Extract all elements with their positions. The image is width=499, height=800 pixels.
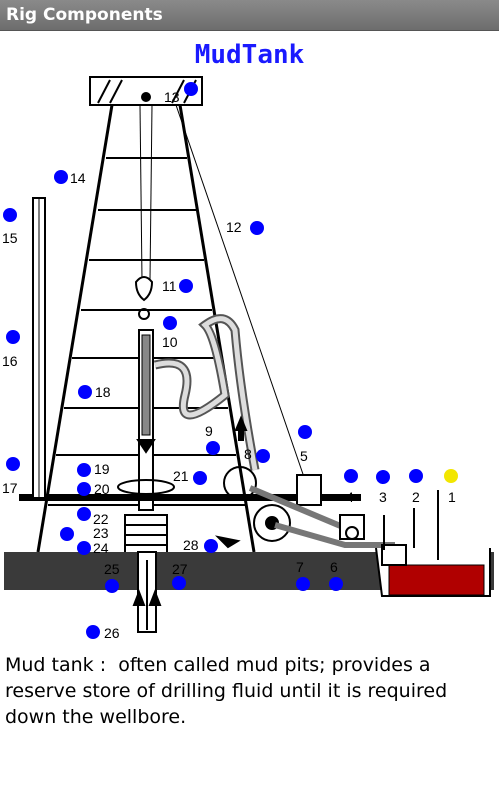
component-label: 27 xyxy=(172,561,188,577)
component-marker-11[interactable] xyxy=(179,279,193,293)
mud-fill xyxy=(388,564,485,596)
component-label: 26 xyxy=(104,625,120,641)
component-marker-3[interactable] xyxy=(376,470,390,484)
component-marker-24[interactable] xyxy=(77,541,91,555)
component-label: 22 xyxy=(93,511,109,527)
component-marker-23[interactable] xyxy=(60,527,74,541)
component-label: 6 xyxy=(330,559,338,575)
component-label: 12 xyxy=(226,219,242,235)
component-marker-7[interactable] xyxy=(296,577,310,591)
component-marker-26[interactable] xyxy=(86,625,100,639)
component-label: 10 xyxy=(162,334,178,350)
app-title: Rig Components xyxy=(6,5,163,25)
component-label: 3 xyxy=(379,489,387,505)
component-label: 17 xyxy=(2,480,18,496)
component-label: 28 xyxy=(183,537,199,553)
component-label: 13 xyxy=(164,89,180,105)
component-label: 14 xyxy=(70,170,86,186)
component-marker-16[interactable] xyxy=(6,330,20,344)
component-marker-15[interactable] xyxy=(3,208,17,222)
component-label: 2 xyxy=(412,489,420,505)
component-label: 8 xyxy=(244,446,252,462)
component-marker-27[interactable] xyxy=(172,576,186,590)
component-label: 19 xyxy=(94,461,110,477)
component-marker-21[interactable] xyxy=(193,471,207,485)
component-marker-2[interactable] xyxy=(409,469,423,483)
component-marker-28[interactable] xyxy=(204,539,218,553)
component-label: 24 xyxy=(93,540,109,556)
app-title-bar: Rig Components xyxy=(0,0,499,31)
component-marker-6[interactable] xyxy=(329,577,343,591)
component-label: 9 xyxy=(205,423,213,439)
component-marker-25[interactable] xyxy=(105,579,119,593)
component-label: 11 xyxy=(162,278,177,294)
component-marker-12[interactable] xyxy=(250,221,264,235)
component-marker-13[interactable] xyxy=(184,82,198,96)
component-heading: MudTank xyxy=(194,40,305,70)
component-marker-5[interactable] xyxy=(298,425,312,439)
component-label: 21 xyxy=(173,468,189,484)
component-label: 7 xyxy=(296,559,304,575)
component-label: 20 xyxy=(94,481,110,497)
component-marker-4[interactable] xyxy=(344,469,358,483)
component-markers xyxy=(3,82,458,639)
component-marker-10[interactable] xyxy=(163,316,177,330)
component-label: 23 xyxy=(93,525,109,541)
component-marker-22[interactable] xyxy=(77,507,91,521)
component-label: 15 xyxy=(2,230,18,246)
component-marker-8[interactable] xyxy=(256,449,270,463)
rig-diagram: 1 2 3 4 5 6 7 8 9 10 11 12 13 14 15 16 1… xyxy=(2,76,494,641)
component-marker-9[interactable] xyxy=(206,441,220,455)
component-label: 16 xyxy=(2,353,18,369)
component-marker-20[interactable] xyxy=(77,482,91,496)
component-marker-18[interactable] xyxy=(78,385,92,399)
component-marker-19[interactable] xyxy=(77,463,91,477)
component-marker-17[interactable] xyxy=(6,457,20,471)
component-label: 5 xyxy=(300,448,308,464)
component-label: 25 xyxy=(104,561,120,577)
component-label: 1 xyxy=(448,489,456,505)
component-marker-1[interactable] xyxy=(444,469,458,483)
component-label: 18 xyxy=(95,384,111,400)
component-description: Mud tank : often called mud pits; provid… xyxy=(5,654,454,728)
component-labels: 1 2 3 4 5 6 7 8 9 10 11 12 13 14 15 16 1… xyxy=(2,89,456,641)
component-label: 4 xyxy=(346,489,354,505)
rig-drawing xyxy=(4,76,494,633)
component-marker-14[interactable] xyxy=(54,170,68,184)
